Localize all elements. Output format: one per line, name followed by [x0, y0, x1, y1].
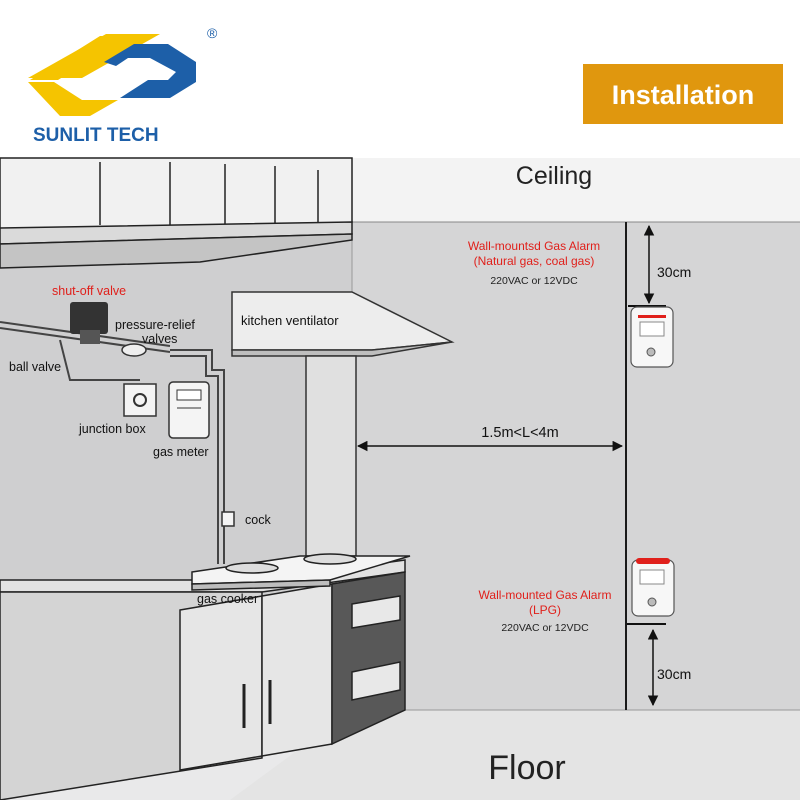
gas-cooker-label: gas cooker [197, 592, 258, 606]
ceiling-label: Ceiling [516, 162, 592, 190]
pressure-relief-valve-icon [121, 343, 147, 357]
junction-box-icon [123, 383, 157, 417]
gas-pipes [0, 321, 225, 564]
alarm-top-power: 220VAC or 12VDC [490, 275, 578, 287]
gas-meter-icon [168, 381, 210, 439]
shut-off-valve-label: shut-off valve [52, 284, 126, 298]
shut-off-valve-icon [70, 302, 108, 344]
alarm-top-title-1: Wall-mountsd Gas Alarm [468, 239, 600, 253]
floor-label: Floor [488, 749, 565, 787]
gas-cooker-icon [191, 553, 411, 591]
floor-plane [230, 710, 800, 800]
registered-mark: ® [207, 25, 218, 41]
upper-cabinets [0, 157, 353, 269]
alarm-bottom-title-2: (LPG) [529, 603, 561, 617]
back-wall [352, 222, 800, 710]
kitchen-counter [0, 559, 406, 800]
brand-name: SUNLIT TECH [33, 125, 159, 146]
gas-alarm-bottom-icon [631, 558, 675, 617]
gas-meter-label: gas meter [153, 445, 209, 459]
kitchen-ventilator-label: kitchen ventilator [241, 313, 339, 328]
top-distance-label: 30cm [657, 264, 691, 280]
pressure-relief-label-2: valves [142, 332, 177, 346]
installation-badge [583, 64, 783, 124]
pressure-relief-label-1: pressure-relief [115, 318, 195, 332]
gas-alarm-top-icon [630, 306, 674, 368]
alarm-top-title-2: (Natural gas, coal gas) [474, 254, 595, 268]
brand-logo-icon [28, 34, 196, 116]
junction-box-label: junction box [78, 422, 146, 436]
horizontal-distance-label: 1.5m<L<4m [481, 425, 558, 441]
cock-icon [221, 511, 235, 527]
installation-badge-text: Installation [612, 80, 755, 110]
bottom-distance-label: 30cm [657, 666, 691, 682]
alarm-bottom-title-1: Wall-mounted Gas Alarm [479, 588, 612, 602]
cock-label: cock [245, 513, 271, 527]
ball-valve-label: ball valve [9, 360, 61, 374]
kitchen-ventilator [231, 291, 455, 557]
alarm-bottom-power: 220VAC or 12VDC [501, 622, 589, 634]
